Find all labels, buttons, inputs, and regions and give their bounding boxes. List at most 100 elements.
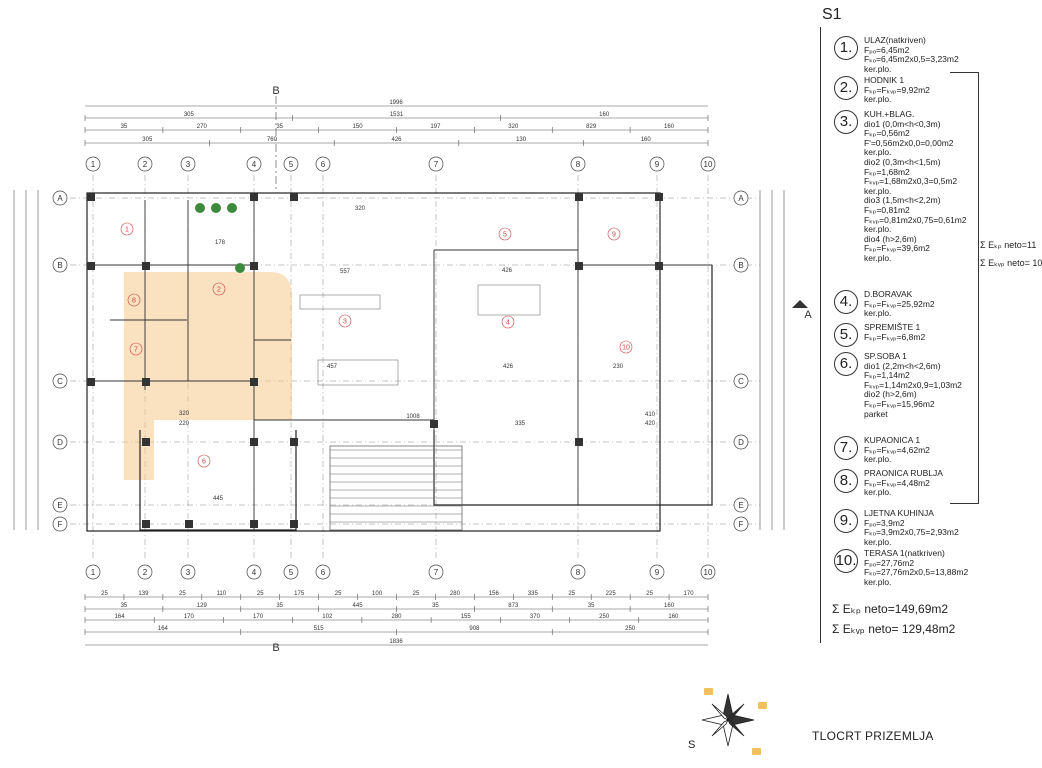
plant-icon [235, 263, 245, 273]
axis-bubble [315, 564, 331, 580]
column [575, 193, 583, 201]
legend-line: parket [864, 408, 888, 419]
dimension-value: 150 [353, 124, 364, 130]
axis-bubble [52, 434, 68, 450]
legend-line: ker.plo. [864, 63, 892, 74]
dimension-value: 164 [115, 614, 126, 620]
axis-label: 6 [321, 160, 326, 169]
axis-label: 4 [252, 160, 257, 169]
dimension-value: 35 [276, 124, 283, 130]
legend-line: dio3 (1,5m<h<2,2m) [864, 195, 941, 206]
axis-label: 7 [434, 568, 439, 577]
staircase [329, 445, 463, 531]
dimension-value: 170 [184, 614, 195, 620]
legend-line: Fₖᵥₚ=0,81m2x0,75=0,61m2 [864, 214, 967, 225]
legend-frame [820, 27, 989, 643]
plant-icon [195, 203, 205, 213]
room-number: 6 [202, 459, 206, 466]
dimension-value: 1836 [389, 639, 403, 645]
dimension-value: 155 [461, 614, 472, 620]
sheet-number: S1 [822, 6, 842, 23]
axis-label: 7 [434, 160, 439, 169]
dimension-value: 25 [101, 591, 108, 597]
axis-label: 8 [576, 160, 581, 169]
legend-line: Fₚₒ=6,45m2 [864, 44, 910, 55]
dimension-value: 829 [586, 124, 597, 130]
dimension-value: 160 [599, 112, 610, 118]
axis-bubble [733, 497, 749, 513]
axis-bubble [52, 516, 68, 532]
legend-line: ker.plo. [864, 94, 892, 105]
axis-label: A [738, 194, 744, 203]
column [87, 262, 95, 270]
axis-label: 3 [186, 160, 191, 169]
column [250, 193, 258, 201]
axis-label: 10 [704, 160, 713, 169]
legend-line: SP.SOBA 1 [864, 351, 907, 361]
room-marker [129, 342, 143, 356]
axis-bubble [733, 516, 749, 532]
dimension-value: 160 [664, 603, 675, 609]
dimension-value: 25 [413, 591, 420, 597]
dimension-value: 160 [668, 614, 679, 620]
dimension-value: 220 [179, 421, 190, 427]
room-marker [501, 315, 515, 329]
legend-line: Fₖₒ=3,9m2x0,75=2,93m2 [864, 527, 959, 538]
dimension-value: 230 [613, 364, 624, 370]
axis-bubble [283, 564, 299, 580]
axis-bubble [700, 156, 716, 172]
section-label: B [272, 85, 279, 97]
room-marker [619, 340, 633, 354]
axis-bubble [283, 156, 299, 172]
column [655, 193, 663, 201]
outer-wall [433, 265, 713, 506]
column [290, 520, 298, 528]
column [250, 378, 258, 386]
outer-wall [86, 192, 661, 532]
legend-line: TERASA 1(natkriven) [864, 548, 945, 558]
axis-label: 5 [289, 568, 294, 577]
column [290, 193, 298, 201]
axis-label: 4 [252, 568, 257, 577]
column [87, 378, 95, 386]
legend-line: HODNIK 1 [864, 75, 905, 85]
axis-bubble [570, 156, 586, 172]
comment-icon [758, 702, 767, 709]
dimension-value: 35 [432, 603, 439, 609]
legend-line: Fₖₚ=0,56m2 [864, 128, 910, 139]
dimension-value: 557 [340, 269, 351, 275]
axis-bubble [52, 257, 68, 273]
dimension-value: 457 [327, 364, 338, 370]
column [87, 193, 95, 201]
legend-line: ker.plo. [864, 454, 892, 465]
legend-line: PRAONICA RUBLJA [864, 468, 943, 478]
axis-bubble [246, 156, 262, 172]
room-marker [338, 314, 352, 328]
axis-label: 9 [655, 568, 660, 577]
axis-bubble [52, 373, 68, 389]
axis-label: F [58, 520, 63, 529]
legend-line: ker.plo. [864, 252, 892, 263]
axis-bubble [137, 156, 153, 172]
legend-line: ker.plo. [864, 487, 892, 498]
axis-bubble [733, 257, 749, 273]
axis-bubble [180, 564, 196, 580]
column [142, 378, 150, 386]
dimension-value: 426 [502, 268, 513, 274]
room-marker [212, 282, 226, 296]
dimension-value: 164 [158, 626, 169, 632]
axis-bubble [649, 564, 665, 580]
dimension-lines [13, 105, 785, 646]
axis-label: C [738, 377, 744, 386]
room-number: 3 [343, 319, 347, 326]
room-number: 2 [217, 287, 221, 294]
dimension-value: 102 [322, 614, 333, 620]
axis-label: 1 [91, 568, 96, 577]
dimension-value: 25 [257, 591, 264, 597]
drawing-title: TLOCRT PRIZEMLJA [812, 729, 934, 743]
legend-line: Fₖᵥₚ=1,14m2x0,9=1,03m2 [864, 379, 962, 390]
legend-line: F'=0,56m2x0,0=0,00m2 [864, 137, 954, 148]
